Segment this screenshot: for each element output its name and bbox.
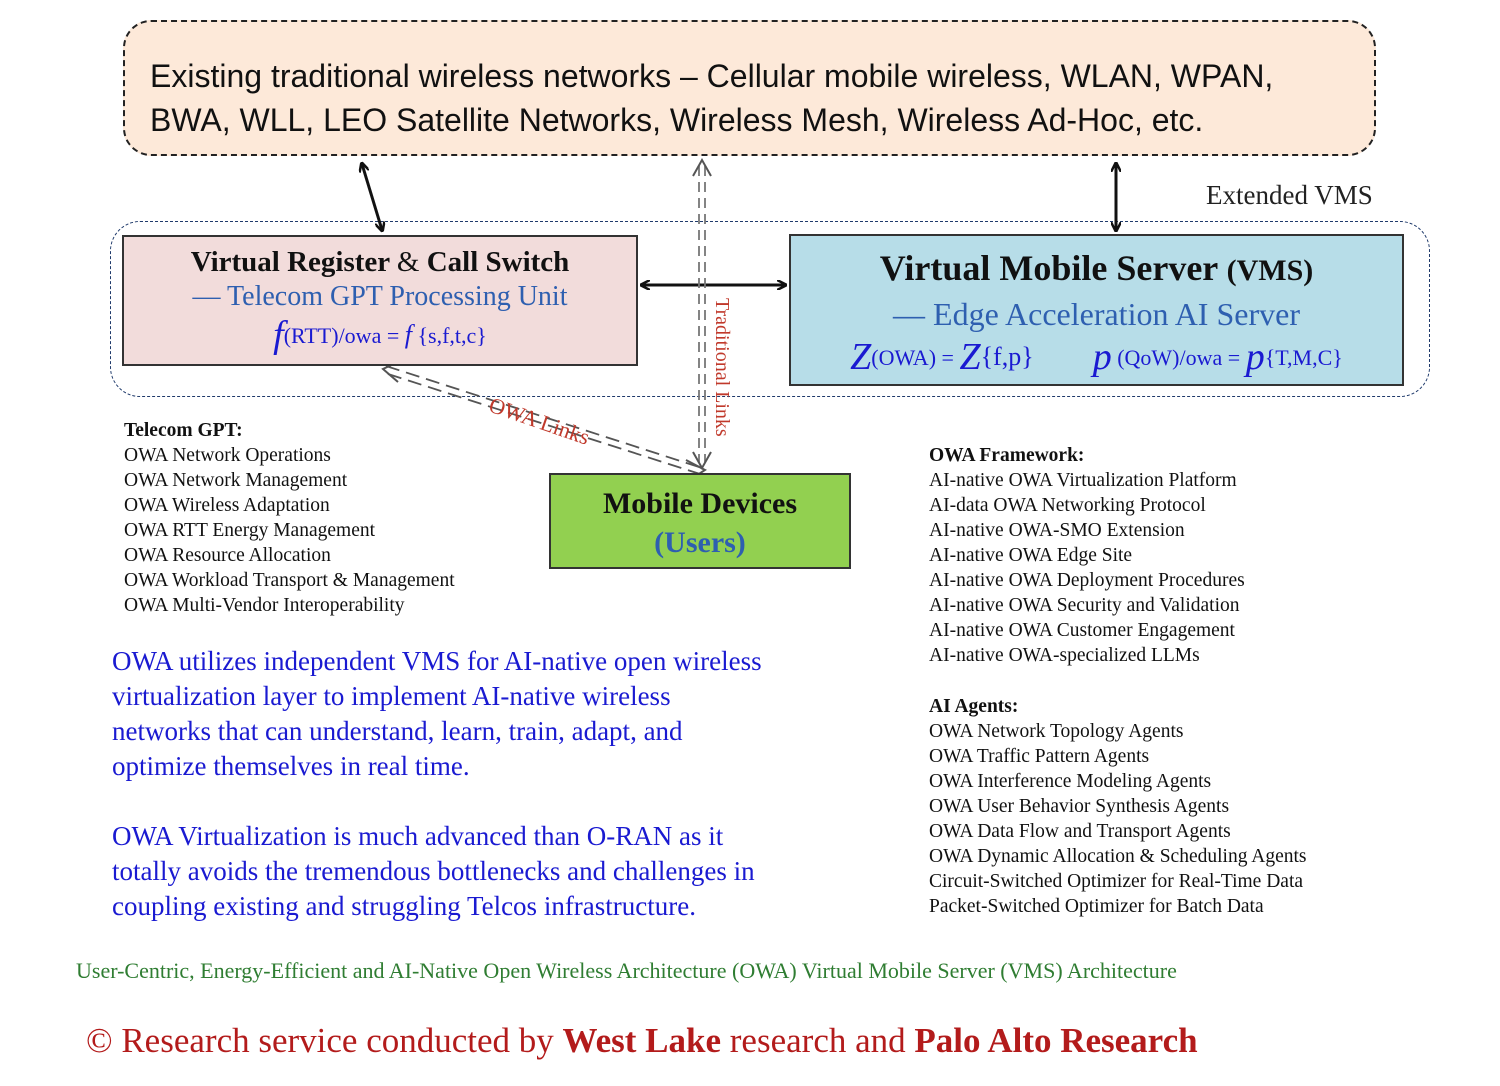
credit-line: © Research service conducted by West Lak… <box>86 1021 1198 1061</box>
arrow-top-to-register <box>362 164 382 230</box>
existing-networks-text: Existing traditional wireless networks –… <box>150 54 1370 142</box>
ai-agents-list: AI Agents: OWA Network Topology Agents O… <box>929 694 1307 919</box>
formula-z-fp: {f,p} <box>980 342 1034 371</box>
paragraph-line: OWA Virtualization is much advanced than… <box>112 821 724 851</box>
paragraph-line: totally avoids the tremendous bottleneck… <box>112 856 755 886</box>
list-item: AI-native OWA Customer Engagement <box>929 620 1235 641</box>
credit-org-west-lake: West Lake <box>562 1021 722 1060</box>
credit-middle: research and <box>721 1021 915 1060</box>
paragraph-line: OWA utilizes independent VMS for AI-nati… <box>112 646 762 676</box>
vms-box: Virtual Mobile Server (VMS) — Edge Accel… <box>789 234 1404 386</box>
extended-vms-region <box>110 221 1430 397</box>
list-item: OWA Network Management <box>124 470 348 491</box>
formula-z-symbol-2: Z <box>959 336 981 378</box>
existing-networks-line-2: BWA, WLL, LEO Satellite Networks, Wirele… <box>150 102 1204 138</box>
vms-title: Virtual Mobile Server (VMS) <box>791 246 1402 293</box>
list-item: OWA User Behavior Synthesis Agents <box>929 796 1230 817</box>
list-item: OWA Multi-Vendor Interoperability <box>124 595 405 616</box>
virtual-register-subtitle: — Telecom GPT Processing Unit <box>192 281 568 312</box>
list-item: OWA RTT Energy Management <box>124 520 376 541</box>
formula-z-symbol: Z <box>850 336 872 378</box>
paragraph-line: virtualization layer to implement AI-nat… <box>112 681 671 711</box>
vms-title-abbrev: (VMS) <box>1226 254 1314 287</box>
formula-f-symbol-2: f <box>404 320 412 349</box>
virtual-register-title: Virtual Register & Call Switch <box>124 245 636 279</box>
virtual-register-box: Virtual Register & Call Switch — Telecom… <box>122 235 638 366</box>
list-item: OWA Dynamic Allocation & Scheduling Agen… <box>929 846 1307 867</box>
list-item: AI-native OWA Security and Validation <box>929 595 1240 616</box>
paragraph-line: coupling existing and struggling Telcos … <box>112 891 696 921</box>
mobile-devices-box: Mobile Devices (Users) <box>549 473 851 569</box>
existing-networks-box <box>123 20 1376 156</box>
list-item: OWA Traffic Pattern Agents <box>929 746 1150 767</box>
list-item: OWA Workload Transport & Management <box>124 570 455 591</box>
list-item: AI-native OWA-specialized LLMs <box>929 645 1200 666</box>
credit-org-palo-alto: Palo Alto Research <box>914 1021 1198 1060</box>
paragraph-ai-native: OWA utilizes independent VMS for AI-nati… <box>112 644 762 784</box>
formula-rtt: (RTT)/owa = <box>283 323 405 348</box>
traditional-links-arrow <box>692 157 712 471</box>
vms-formulas: Z(OWA) = Z{f,p} p (QoW)/owa = p{T,M,C} <box>791 335 1402 380</box>
virtual-register-title-a: Virtual Register <box>190 246 390 278</box>
vms-subtitle: — Edge Acceleration AI Server <box>893 296 1300 332</box>
virtual-register-title-amp: & <box>396 246 420 278</box>
traditional-links-label: Traditional Links <box>711 298 733 437</box>
list-item: OWA Data Flow and Transport Agents <box>929 821 1231 842</box>
paragraph-line: optimize themselves in real time. <box>112 751 470 781</box>
owa-framework-heading: OWA Framework: <box>929 445 1085 466</box>
paragraph-line: networks that can understand, learn, tra… <box>112 716 683 746</box>
list-item: AI-native OWA Virtualization Platform <box>929 470 1237 491</box>
credit-prefix: © Research service conducted by <box>86 1021 563 1060</box>
formula-z-owa: (OWA) = <box>871 345 960 370</box>
mobile-devices-subtitle: (Users) <box>654 526 746 559</box>
list-item: AI-native OWA Edge Site <box>929 545 1133 566</box>
existing-networks-line-1: Existing traditional wireless networks –… <box>150 58 1274 94</box>
list-item: AI-data OWA Networking Protocol <box>929 495 1206 516</box>
list-item: OWA Network Topology Agents <box>929 721 1184 742</box>
list-item: OWA Wireless Adaptation <box>124 495 330 516</box>
owa-framework-list: OWA Framework: AI-native OWA Virtualizat… <box>929 443 1245 668</box>
list-item: AI-native OWA Deployment Procedures <box>929 570 1245 591</box>
extended-vms-label: Extended VMS <box>1206 180 1373 210</box>
list-item: Packet-Switched Optimizer for Batch Data <box>929 896 1264 917</box>
paragraph-oran: OWA Virtualization is much advanced than… <box>112 819 755 924</box>
telecom-gpt-heading: Telecom GPT: <box>124 420 243 441</box>
list-item: OWA Resource Allocation <box>124 545 331 566</box>
vms-title-main: Virtual Mobile Server <box>879 248 1218 288</box>
list-item: OWA Network Operations <box>124 445 331 466</box>
formula-p-symbol-2: p <box>1245 336 1265 378</box>
formula-p-symbol: p <box>1092 336 1112 378</box>
virtual-register-formula: f(RTT)/owa = f {s,f,t,c} <box>124 315 636 356</box>
list-item: OWA Interference Modeling Agents <box>929 771 1212 792</box>
virtual-register-title-b: Call Switch <box>426 246 570 278</box>
ai-agents-heading: AI Agents: <box>929 696 1019 717</box>
formula-f-symbol: f <box>273 314 284 356</box>
figure-caption: User-Centric, Energy-Efficient and AI-Na… <box>76 958 1177 983</box>
formula-p-tmc: {T,M,C} <box>1264 345 1343 370</box>
list-item: Circuit-Switched Optimizer for Real-Time… <box>929 871 1304 892</box>
formula-sftc: {s,f,t,c} <box>411 323 487 348</box>
telecom-gpt-list: Telecom GPT: OWA Network Operations OWA … <box>124 418 455 618</box>
mobile-devices-title: Mobile Devices <box>602 487 798 520</box>
list-item: AI-native OWA-SMO Extension <box>929 520 1185 541</box>
formula-p-qow: (QoW)/owa = <box>1111 345 1246 370</box>
